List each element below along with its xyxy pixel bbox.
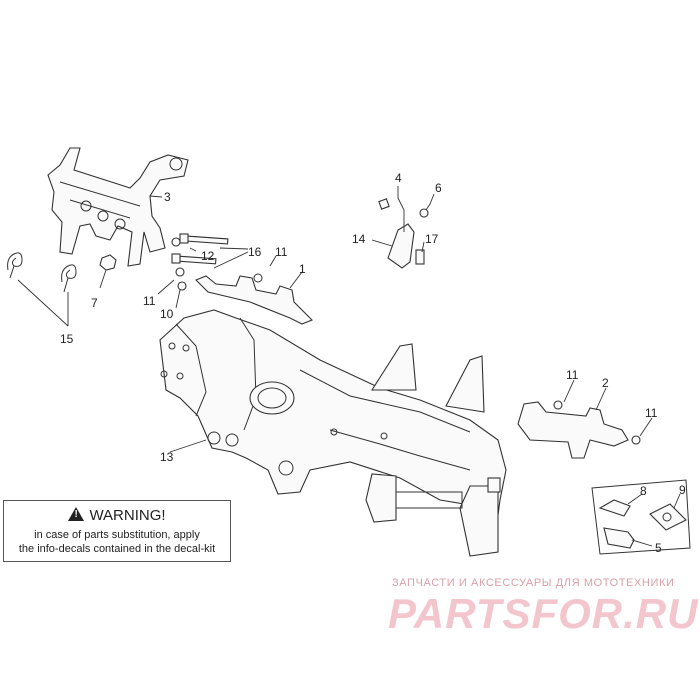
callout-11-right-top: 11 bbox=[566, 368, 579, 382]
warning-notice: WARNING! in case of parts substitution, … bbox=[3, 500, 231, 562]
watermark-logo: PARTSFOR.RU bbox=[388, 590, 699, 637]
nut bbox=[99, 254, 117, 271]
inset-parts bbox=[591, 479, 691, 555]
callout-labels: 3 4 6 14 17 16 11 12 1 11 10 7 15 13 11 … bbox=[60, 171, 686, 555]
warning-triangle-icon bbox=[68, 507, 85, 521]
callout-17: 17 bbox=[425, 232, 439, 246]
callout-8: 8 bbox=[640, 484, 647, 498]
front-bracket-assembly bbox=[47, 147, 189, 267]
callout-11-left: 11 bbox=[143, 294, 156, 308]
callout-3: 3 bbox=[164, 190, 171, 204]
callout-5: 5 bbox=[655, 541, 662, 555]
warning-title-text: WARNING! bbox=[89, 507, 166, 524]
main-frame bbox=[159, 309, 507, 557]
watermark-tagline: ЗАПЧАСТИ И АКСЕССУАРЫ ДЛЯ МОТОТЕХНИКИ bbox=[392, 577, 675, 589]
callout-10: 10 bbox=[160, 307, 174, 321]
warning-line-2: the info-decals contained in the decal-k… bbox=[18, 543, 216, 555]
callout-6: 6 bbox=[435, 181, 442, 195]
callout-11-right: 11 bbox=[645, 406, 658, 420]
bolts bbox=[171, 233, 229, 291]
callout-4: 4 bbox=[395, 171, 402, 185]
warning-title: WARNING! bbox=[4, 507, 230, 524]
side-plate bbox=[517, 400, 641, 459]
callout-16: 16 bbox=[248, 245, 262, 259]
warning-line-1: in case of parts substitution, apply bbox=[34, 529, 200, 541]
callout-14: 14 bbox=[352, 232, 366, 246]
callout-7: 7 bbox=[91, 296, 98, 310]
callout-13: 13 bbox=[160, 450, 174, 464]
callout-15: 15 bbox=[60, 332, 74, 346]
sensor-bracket bbox=[378, 198, 429, 269]
mounting-plate bbox=[195, 273, 313, 325]
callout-2: 2 bbox=[602, 376, 609, 390]
callout-12: 12 bbox=[201, 249, 215, 263]
callout-1: 1 bbox=[299, 262, 306, 276]
leader-lines bbox=[17, 186, 681, 547]
callout-11-top: 11 bbox=[275, 245, 288, 259]
spring-clips bbox=[7, 252, 77, 293]
callout-9: 9 bbox=[679, 483, 686, 497]
